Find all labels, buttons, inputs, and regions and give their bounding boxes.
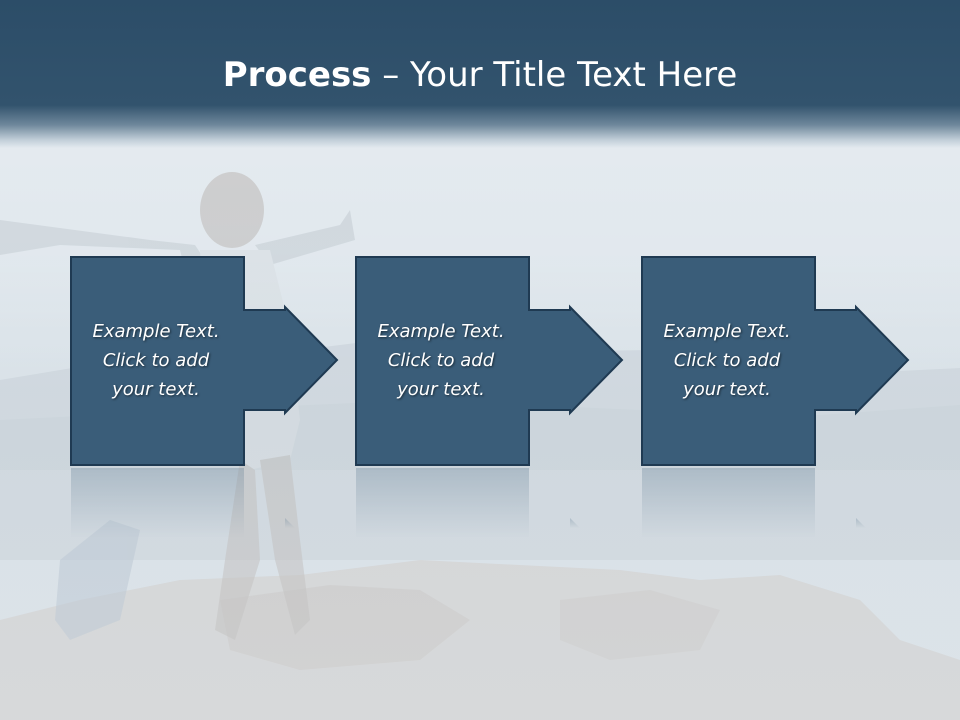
slide-title[interactable]: Process – Your Title Text Here (0, 52, 960, 98)
step-text[interactable]: Example Text. Click to add your text. (70, 255, 242, 465)
step-line-2: Click to add (102, 349, 210, 371)
step-3-reflection (642, 468, 866, 538)
step-text[interactable]: Example Text. Click to add your text. (355, 255, 527, 465)
step-line-2: Click to add (387, 349, 495, 371)
process-step-1[interactable]: Example Text. Click to add your text. (70, 255, 410, 470)
step-1-reflection (71, 468, 295, 538)
step-line-1: Example Text. (92, 320, 220, 342)
title-rest: – Your Title Text Here (371, 55, 738, 95)
process-step-2[interactable]: Example Text. Click to add your text. (355, 255, 695, 470)
step-line-3: your text. (112, 378, 200, 400)
arrow-shape (641, 256, 910, 466)
title-bar: Process – Your Title Text Here (0, 0, 960, 148)
step-line-1: Example Text. (377, 320, 505, 342)
arrow-shape (355, 256, 624, 466)
process-step-3[interactable]: Example Text. Click to add your text. (641, 255, 960, 470)
step-line-3: your text. (683, 378, 771, 400)
step-text[interactable]: Example Text. Click to add your text. (641, 255, 813, 465)
step-line-3: your text. (397, 378, 485, 400)
arrow-shape (70, 256, 339, 466)
title-bold: Process (222, 55, 372, 95)
step-line-1: Example Text. (663, 320, 791, 342)
step-line-2: Click to add (673, 349, 781, 371)
step-2-reflection (356, 468, 580, 538)
